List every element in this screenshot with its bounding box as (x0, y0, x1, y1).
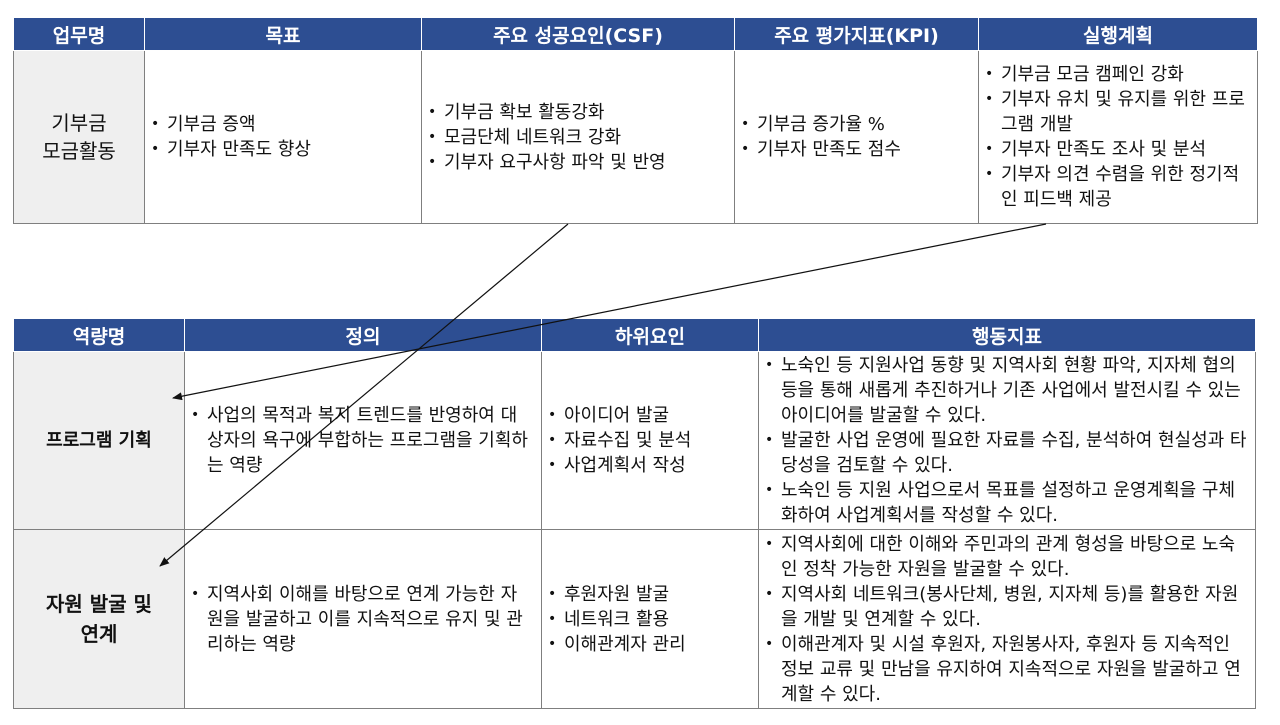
header-subfactor: 하위요인 (541, 318, 759, 352)
list-item: 기부자 만족도 조사 및 분석 (985, 137, 1249, 162)
kpi-cell: 기부금 증가율 % 기부자 만족도 점수 (734, 50, 979, 224)
list-item: 후원자원 발굴 (548, 582, 750, 607)
strategy-table: 업무명 목표 주요 성공요인(CSF) 주요 평가지표(KPI) 실행계획 기부… (13, 17, 1258, 224)
competency-name-line: 연계 (80, 622, 118, 646)
task-name-cell: 기부금 모금활동 (13, 50, 145, 224)
list-item: 지역사회에 대한 이해와 주민과의 관계 형성을 바탕으로 노숙인 정착 가능한… (765, 532, 1247, 582)
table-row: 기부금 모금활동 기부금 증액 기부자 만족도 향상 기부금 확보 활동강화 모… (13, 50, 1258, 224)
list-item: 자료수집 및 분석 (548, 428, 750, 453)
competency-table: 역량명 정의 하위요인 행동지표 프로그램 기획 사업의 목적과 복지 트렌드를… (13, 318, 1256, 709)
list-item: 아이디어 발굴 (548, 403, 750, 428)
csf-cell: 기부금 확보 활동강화 모금단체 네트워크 강화 기부자 요구사항 파악 및 반… (421, 50, 735, 224)
strategy-table-header: 업무명 목표 주요 성공요인(CSF) 주요 평가지표(KPI) 실행계획 (13, 17, 1258, 51)
definition-cell: 사업의 목적과 복지 트렌드를 반영하여 대상자의 욕구에 부합하는 프로그램을… (184, 351, 542, 530)
list-item: 사업의 목적과 복지 트렌드를 반영하여 대상자의 욕구에 부합하는 프로그램을… (191, 403, 533, 478)
connector-arrow-csf (159, 223, 569, 567)
table-row: 자원 발굴 및 연계 지역사회 이해를 바탕으로 연계 가능한 자원을 발굴하고… (13, 529, 1256, 709)
list-item: 모금단체 네트워크 강화 (428, 125, 726, 150)
header-competency: 역량명 (13, 318, 185, 352)
list-item: 사업계획서 작성 (548, 453, 750, 478)
header-kpi: 주요 평가지표(KPI) (734, 17, 979, 51)
header-definition: 정의 (184, 318, 542, 352)
list-item: 이해관계자 및 시설 후원자, 자원봉사자, 후원자 등 지속적인 정보 교류 … (765, 632, 1247, 707)
list-item: 발굴한 사업 운영에 필요한 자료를 수집, 분석하여 현실성과 타당성을 검토… (765, 428, 1247, 478)
task-name-line: 모금활동 (42, 139, 116, 163)
table-row: 프로그램 기획 사업의 목적과 복지 트렌드를 반영하여 대상자의 욕구에 부합… (13, 351, 1256, 530)
competency-name-line: 자원 발굴 및 (46, 592, 152, 616)
goals-cell: 기부금 증액 기부자 만족도 향상 (144, 50, 422, 224)
list-item: 노숙인 등 지원사업 동향 및 지역사회 현황 파악, 지자체 협의 등을 통해… (765, 353, 1247, 428)
list-item: 기부자 의견 수렴을 위한 정기적인 피드백 제공 (985, 162, 1249, 212)
list-item: 네트워크 활용 (548, 607, 750, 632)
definition-cell: 지역사회 이해를 바탕으로 연계 가능한 자원을 발굴하고 이를 지속적으로 유… (184, 529, 542, 709)
list-item: 기부금 증액 (151, 112, 413, 137)
connector-arrow-plan (172, 223, 1047, 401)
list-item: 기부금 확보 활동강화 (428, 100, 726, 125)
indicator-cell: 지역사회에 대한 이해와 주민과의 관계 형성을 바탕으로 노숙인 정착 가능한… (758, 529, 1256, 709)
header-task: 업무명 (13, 17, 145, 51)
list-item: 기부자 요구사항 파악 및 반영 (428, 150, 726, 175)
list-item: 기부자 만족도 향상 (151, 137, 413, 162)
list-item: 이해관계자 관리 (548, 632, 750, 657)
competency-name: 프로그램 기획 (46, 430, 152, 451)
indicator-cell: 노숙인 등 지원사업 동향 및 지역사회 현황 파악, 지자체 협의 등을 통해… (758, 351, 1256, 530)
list-item: 기부금 모금 캠페인 강화 (985, 62, 1249, 87)
list-item: 지역사회 네트워크(봉사단체, 병원, 지자체 등)를 활용한 자원을 개발 및… (765, 582, 1247, 632)
subfactor-cell: 후원자원 발굴 네트워크 활용 이해관계자 관리 (541, 529, 759, 709)
list-item: 노숙인 등 지원 사업으로서 목표를 설정하고 운영계획을 구체화하여 사업계획… (765, 478, 1247, 528)
list-item: 기부자 만족도 점수 (741, 137, 970, 162)
subfactor-cell: 아이디어 발굴 자료수집 및 분석 사업계획서 작성 (541, 351, 759, 530)
plans-cell: 기부금 모금 캠페인 강화 기부자 유치 및 유지를 위한 프로그램 개발 기부… (978, 50, 1258, 224)
competency-name-cell: 자원 발굴 및 연계 (13, 529, 185, 709)
competency-table-header: 역량명 정의 하위요인 행동지표 (13, 318, 1256, 352)
task-name-line: 기부금 (51, 111, 107, 135)
list-item: 지역사회 이해를 바탕으로 연계 가능한 자원을 발굴하고 이를 지속적으로 유… (191, 582, 533, 657)
list-item: 기부자 유치 및 유지를 위한 프로그램 개발 (985, 87, 1249, 137)
header-plan: 실행계획 (978, 17, 1258, 51)
list-item: 기부금 증가율 % (741, 112, 970, 137)
header-indicator: 행동지표 (758, 318, 1256, 352)
